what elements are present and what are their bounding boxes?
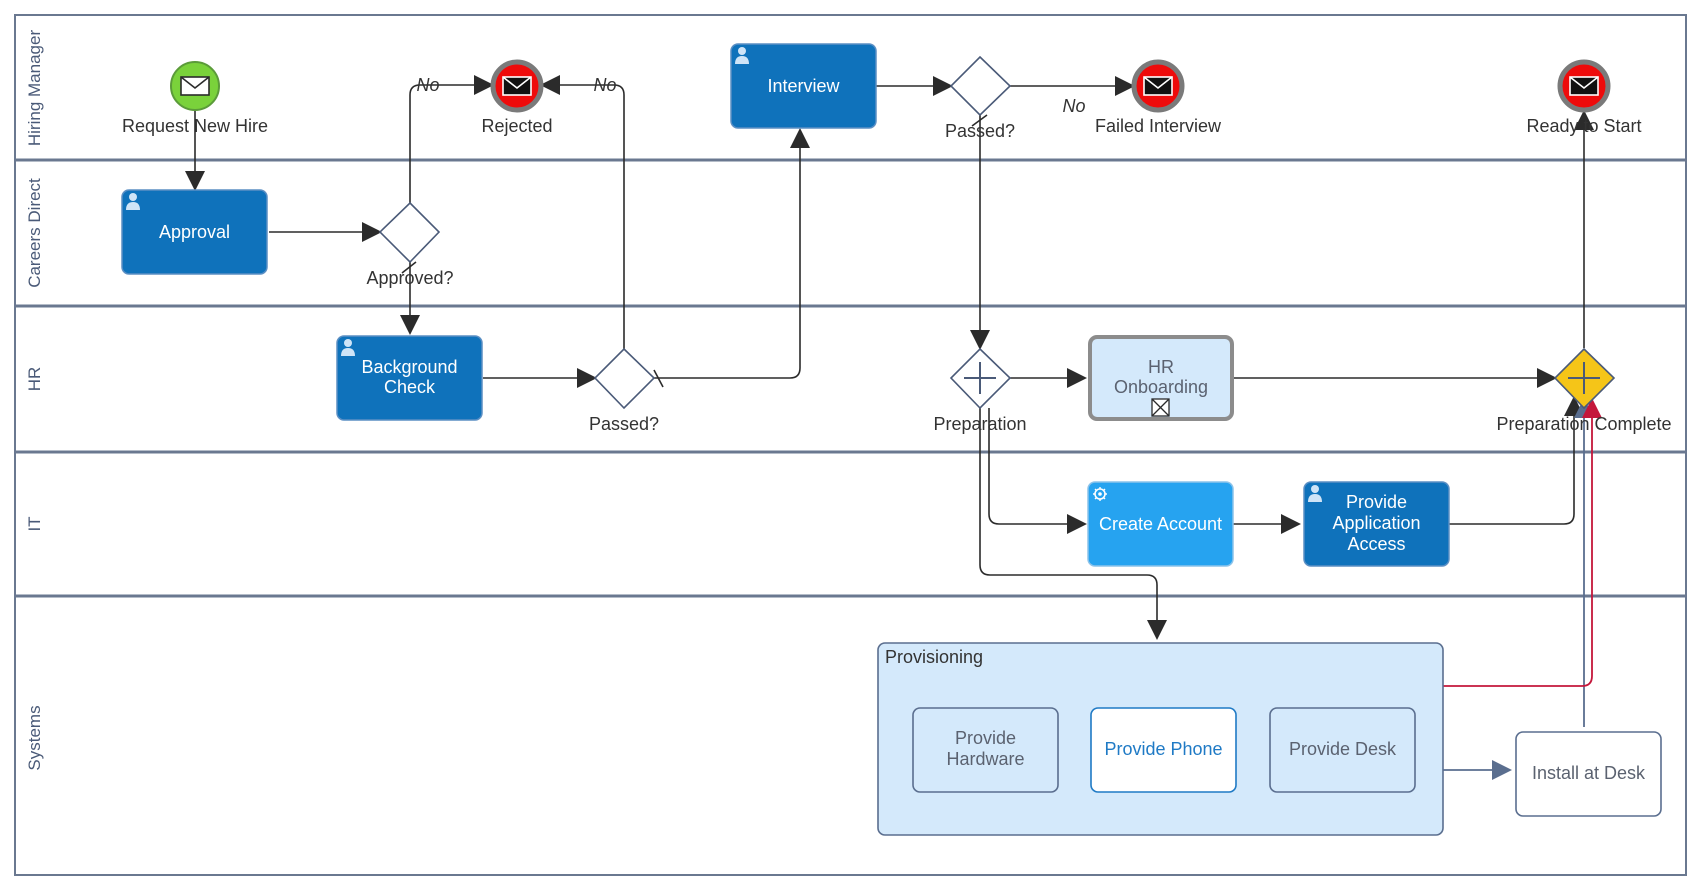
task-label-line2: Check [384,377,436,397]
start-event-request-new-hire[interactable]: Request New Hire [122,61,268,136]
task-label-line1: Provide [1346,492,1407,512]
task-label-line2: Application [1332,513,1420,533]
task-provide-hardware[interactable]: Provide Hardware [912,707,1059,793]
task-provide-phone[interactable]: Provide Phone [1090,707,1237,793]
flow-passed-to-interview[interactable] [654,128,810,379]
task-hr-onboarding[interactable]: HR Onboarding [1088,335,1234,421]
task-interview[interactable]: Interview [730,43,877,129]
task-label-line1: Provide [955,728,1016,748]
task-background-check[interactable]: Background Check [336,335,483,421]
flow-preparation-to-provisioning[interactable] [979,408,1167,640]
gateway-label: Approved? [366,268,453,288]
task-create-account[interactable]: Create Account [1087,481,1234,567]
envelope-icon [1143,76,1173,96]
gear-icon [1093,487,1107,501]
flow-approved-to-rejected[interactable] [409,75,494,203]
lane-systems[interactable]: Systems [25,705,44,770]
subprocess-provisioning[interactable]: Provisioning Provide Hardware Provide Ph… [877,642,1444,836]
task-label-line3: Access [1347,534,1405,554]
gateway-preparation[interactable]: Preparation [933,347,1027,434]
event-label: Ready to Start [1526,116,1641,136]
flow-label-no: No [593,75,616,95]
gateway-label: Preparation [933,414,1026,434]
lane-hiring-manager[interactable]: Hiring Manager [25,30,44,147]
flow-provisioning-to-complete-error[interactable] [1437,398,1602,687]
user-icon [126,193,140,210]
flow-app-access-to-complete[interactable] [1442,396,1584,525]
gateway-label: Passed? [589,414,659,434]
default-flow-marker [401,261,417,274]
subprocess-label: Provisioning [885,647,983,667]
gateway-label: Preparation Complete [1496,414,1671,434]
gateway-passed-background[interactable]: Passed? [589,347,659,434]
user-icon [341,339,355,356]
lane-careers-direct[interactable]: Careers Direct [25,178,44,288]
task-provide-desk[interactable]: Provide Desk [1269,707,1416,793]
sequence-flows [185,75,1594,640]
gateway-passed-interview[interactable]: Passed? [945,55,1015,141]
lane-label: Systems [25,705,44,770]
pool [14,14,1687,876]
event-label: Rejected [481,116,552,136]
task-label-line2: Hardware [946,749,1024,769]
user-icon [1308,485,1322,502]
gateway-label: Passed? [945,121,1015,141]
lane-label: IT [25,516,44,531]
subprocess-marker-icon [1151,398,1170,417]
flow-preparation-to-create-account[interactable] [988,408,1087,534]
flow-label-no: No [1062,96,1085,116]
lane-hr[interactable]: HR [25,367,44,392]
envelope-icon [180,76,210,96]
event-label: Request New Hire [122,116,268,136]
task-label: Approval [159,222,230,242]
plus-icon [1568,362,1600,394]
lane-label: HR [25,367,44,392]
gateway-preparation-complete[interactable]: Preparation Complete [1496,347,1672,434]
task-label-line1: HR [1148,357,1174,377]
envelope-icon [502,76,532,96]
default-flow-marker [653,369,664,388]
task-label: Provide Desk [1289,739,1397,759]
task-install-at-desk[interactable]: Install at Desk [1515,731,1662,817]
task-approval[interactable]: Approval [121,189,268,275]
end-event-rejected[interactable]: Rejected [481,59,553,136]
end-event-ready-to-start[interactable]: Ready to Start [1526,59,1642,136]
gateway-approved[interactable]: Approved? [366,201,454,288]
flow-passed-to-rejected[interactable] [540,75,625,349]
task-label: Interview [767,76,840,96]
default-flow-marker [971,114,988,127]
lane-it[interactable]: IT [25,516,44,531]
plus-icon [964,362,996,394]
lane-label: Hiring Manager [25,30,44,147]
task-label-line1: Background [361,357,457,377]
task-provide-application-access[interactable]: Provide Application Access [1303,481,1450,567]
task-label: Provide Phone [1104,739,1222,759]
task-label-line2: Onboarding [1114,377,1208,397]
task-label: Create Account [1099,514,1222,534]
flow-label-no: No [416,75,439,95]
user-icon [735,47,749,64]
envelope-icon [1569,76,1599,96]
lane-label: Careers Direct [25,178,44,288]
task-label: Install at Desk [1532,763,1646,783]
event-label: Failed Interview [1095,116,1222,136]
end-event-failed-interview[interactable]: Failed Interview [1095,59,1222,136]
